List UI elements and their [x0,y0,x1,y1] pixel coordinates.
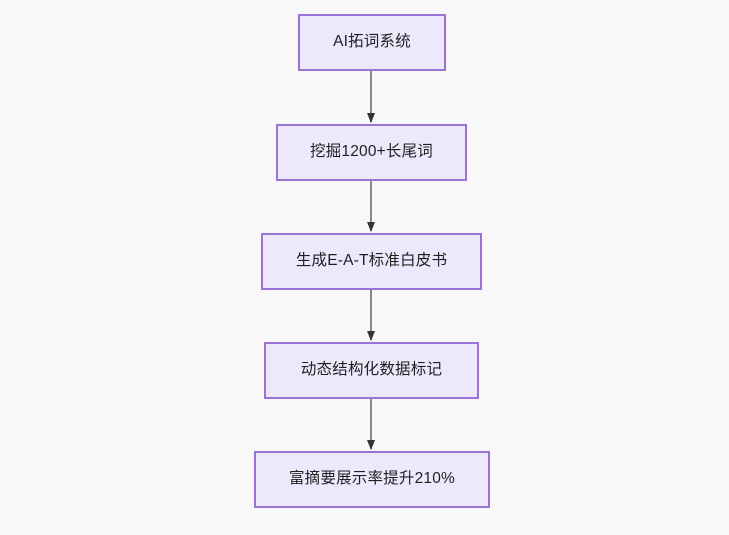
flow-node-generate-eat-whitepaper[interactable]: 生成E-A-T标准白皮书 [261,233,482,290]
flow-node-rich-snippet-impression-lift[interactable]: 富摘要展示率提升210% [254,451,490,508]
flow-node-dynamic-structured-data-markup[interactable]: 动态结构化数据标记 [264,342,479,399]
flow-node-label: 动态结构化数据标记 [300,361,443,379]
flow-node-mine-longtail-keywords[interactable]: 挖掘1200+长尾词 [276,124,467,181]
flow-node-label: AI拓词系统 [333,33,411,51]
flow-node-label: 生成E-A-T标准白皮书 [295,252,448,270]
flow-node-label: 富摘要展示率提升210% [288,470,456,488]
flow-node-ai-keyword-system[interactable]: AI拓词系统 [298,14,446,71]
flow-node-label: 挖掘1200+长尾词 [309,143,434,161]
